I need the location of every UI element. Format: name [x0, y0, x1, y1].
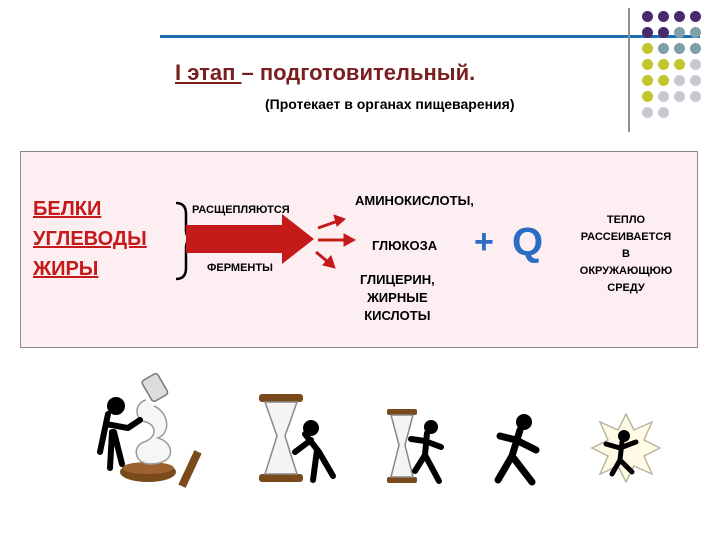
decorative-dot [674, 27, 685, 38]
decorative-dot [674, 11, 685, 22]
heat-line-1: ТЕПЛО [606, 214, 646, 226]
main-arrow-icon [186, 214, 314, 264]
heat-q-symbol: Q [512, 220, 544, 264]
arrow-label-enzymes: ФЕРМЕНТЫ [207, 262, 273, 274]
term-proteins: БЕЛКИ [33, 198, 102, 220]
term-carbohydrates: УГЛЕВОДЫ [33, 228, 147, 250]
decorative-dot [690, 27, 701, 38]
figure-running-icon [494, 414, 540, 486]
product-acids: КИСЛОТЫ [364, 308, 431, 323]
decorative-dot [690, 75, 701, 86]
page-title: I этап – подготовительный. [175, 60, 475, 86]
heat-line-5: СРЕДУ [607, 282, 645, 294]
arrow-label-splitting: РАСЩЕПЛЯЮТСЯ [192, 204, 290, 216]
process-panel [20, 151, 698, 348]
title-stage: I этап [175, 60, 242, 85]
decorative-dot [642, 75, 653, 86]
branch-arrows-icon [315, 214, 357, 269]
decorative-dot [658, 43, 669, 54]
heat-line-4: ОКРУЖАЮЩЮЮ [579, 265, 673, 277]
decorative-dot [674, 91, 685, 102]
decorative-dot [642, 11, 653, 22]
top-divider-line [160, 35, 700, 38]
product-glycerin-block: ГЛИЦЕРИН, ЖИРНЫЕ КИСЛОТЫ [360, 271, 435, 325]
decorative-dot [690, 43, 701, 54]
product-glucose: ГЛЮКОЗА [372, 238, 438, 253]
decorative-dot [658, 59, 669, 70]
figure-running-from-hourglass-icon [387, 409, 444, 484]
figure-bursting-light-icon [590, 412, 662, 484]
decorative-dot [642, 91, 653, 102]
figure-pushing-hourglass-icon [259, 394, 336, 483]
decorative-dot [658, 91, 669, 102]
decorative-dot [658, 11, 669, 22]
decorative-dot [674, 75, 685, 86]
decorative-dot [658, 75, 669, 86]
decorative-dot [642, 59, 653, 70]
term-fats: ЖИРЫ [33, 258, 99, 280]
decorative-dot [658, 107, 669, 118]
product-fatty: ЖИРНЫЕ [367, 290, 428, 305]
plus-sign: + [474, 223, 494, 261]
decorative-dot [642, 43, 653, 54]
heat-line-2: РАССЕИВАЕТСЯ [580, 231, 672, 243]
title-rest: – подготовительный. [241, 60, 476, 85]
decorative-dot [642, 27, 653, 38]
figure-pouring-hourglass-icon [97, 372, 202, 488]
product-aminoacids: АМИНОКИСЛОТЫ, [355, 193, 474, 208]
decorative-dot [674, 59, 685, 70]
heat-line-3: В [622, 248, 630, 260]
decorative-dot [690, 91, 701, 102]
decorative-dot [690, 11, 701, 22]
decorative-dot [690, 59, 701, 70]
product-glycerin: ГЛИЦЕРИН, [360, 272, 435, 287]
page-subtitle: (Протекает в органах пищеварения) [265, 96, 515, 112]
vertical-divider-line [628, 8, 630, 132]
heat-dissipation-text: ТЕПЛО РАССЕИВАЕТСЯ В ОКРУЖАЮЩЮЮ СРЕДУ [558, 212, 694, 297]
decorative-dot [674, 43, 685, 54]
decorative-dot [658, 27, 669, 38]
decorative-dot [642, 107, 653, 118]
